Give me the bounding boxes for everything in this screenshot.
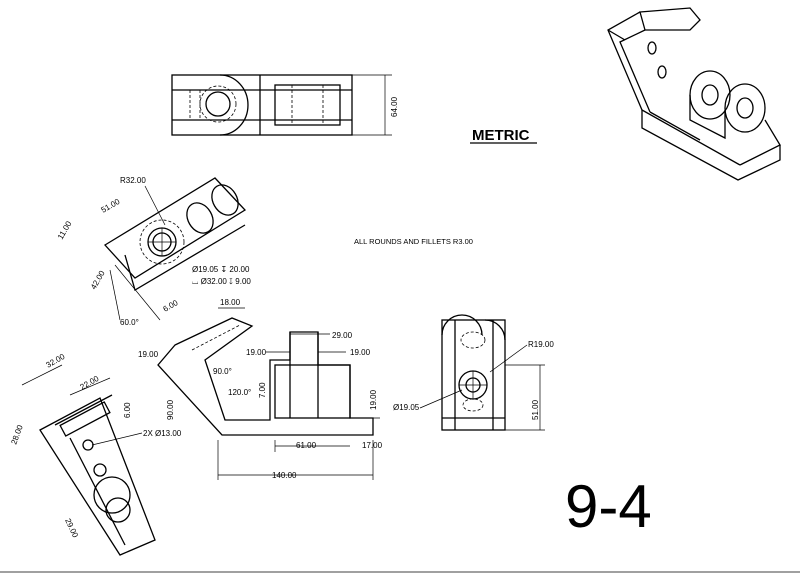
dim-28: 28.00 xyxy=(9,423,24,445)
top-view: 64.00 xyxy=(171,74,399,136)
dim-1905: Ø19.05 xyxy=(393,403,420,412)
auxiliary-view: R32.00 51.00 11.00 42.00 60.0° 6.00 Ø19.… xyxy=(56,176,251,327)
dim-22: 22.00 xyxy=(79,374,101,392)
lower-left-view: 32.00 22.00 6.00 28.00 2X Ø13.00 29.00 xyxy=(9,352,182,556)
dim-7: 7.00 xyxy=(258,382,267,398)
dim-18: 18.00 xyxy=(220,298,241,307)
dim-29b: 29.00 xyxy=(63,517,80,539)
dim-32: 32.00 xyxy=(45,352,67,370)
dim-2x-holes: 2X Ø13.00 xyxy=(143,429,182,438)
dim-61: 61.00 xyxy=(296,441,317,450)
dim-140: 140.00 xyxy=(272,471,297,480)
dim-19a: 19.00 xyxy=(138,350,159,359)
dim-120deg: 120.0° xyxy=(228,388,251,397)
dim-hole1: Ø19.05 ↧ 20.00 xyxy=(192,265,250,274)
dim-hole2: ⌴ Ø32.00 ↧ 9.00 xyxy=(192,277,251,286)
dim-19d: 19.00 xyxy=(369,389,378,410)
dim-6b: 6.00 xyxy=(123,402,132,418)
dim-60deg: 60.0° xyxy=(120,318,139,327)
dim-90deg: 90.0° xyxy=(213,367,232,376)
dim-51b: 51.00 xyxy=(531,399,540,420)
dim-top-depth: 64.00 xyxy=(390,96,399,117)
dim-29a: 29.00 xyxy=(332,331,353,340)
metric-title: METRIC xyxy=(472,127,530,144)
dim-19b: 19.00 xyxy=(246,348,267,357)
dim-r19: R19.00 xyxy=(528,340,554,349)
dim-19c: 19.00 xyxy=(350,348,371,357)
rounds-note: ALL ROUNDS AND FILLETS R3.00 xyxy=(354,237,473,246)
dim-51: 51.00 xyxy=(100,197,122,215)
dim-6a: 6.00 xyxy=(162,298,180,314)
dim-42: 42.00 xyxy=(89,269,107,291)
dim-17: 17.00 xyxy=(362,441,383,450)
dim-r32: R32.00 xyxy=(120,176,146,185)
sheet-number: 9-4 xyxy=(565,473,652,540)
isometric-view xyxy=(607,7,781,181)
side-view: R19.00 Ø19.05 51.00 xyxy=(393,314,554,431)
dim-11: 11.00 xyxy=(56,219,74,241)
front-view: 18.00 19.00 90.0° 120.0° 90.00 7.00 29.0… xyxy=(138,298,383,480)
dim-90: 90.00 xyxy=(166,399,175,420)
